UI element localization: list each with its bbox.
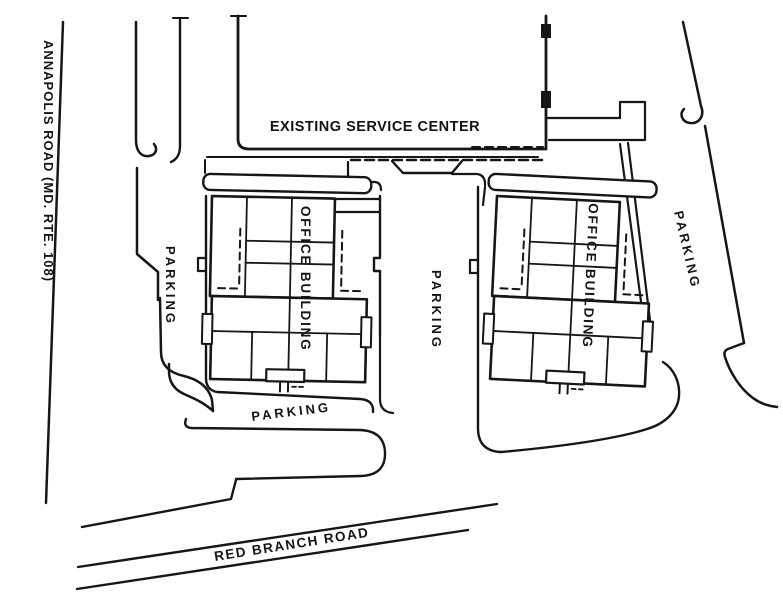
- east-road-curb-cut: [680, 104, 704, 125]
- service-center-outline: [236, 14, 548, 151]
- red-branch-road-north-edge: [76, 502, 499, 569]
- west-building-parking-pad: [183, 160, 387, 481]
- loading-dock-mark-1: [541, 24, 551, 38]
- parking-center-label: PARKING: [429, 270, 444, 350]
- office-building-east-label: OFFICE BUILDING: [580, 203, 601, 349]
- west-boundary-lower: [135, 166, 160, 302]
- pad2-west-edge: [476, 185, 503, 454]
- center-parking-west-edge: [372, 194, 382, 337]
- center-parking-boundary: [372, 172, 487, 415]
- east-road-main: [703, 124, 746, 345]
- parking-south-label: PARKING: [251, 399, 332, 424]
- red-branch-road: [75, 478, 499, 591]
- site-driveway-edge: [80, 478, 238, 529]
- parking-east-label: PARKING: [671, 209, 704, 290]
- pad-east-connector-drive: [334, 197, 381, 214]
- southwest-drive-curve-outer: [158, 296, 215, 413]
- east-road: [680, 20, 779, 409]
- existing-service-center-label: EXISTING SERVICE CENTER: [270, 119, 480, 135]
- service-center: [169, 14, 647, 175]
- office-building-west-block: [197, 172, 376, 395]
- center-parking-east-connector: [450, 172, 487, 207]
- parking-west-label: PARKING: [163, 246, 178, 326]
- center-parking-south-curl: [378, 333, 395, 415]
- office-building-west-label: OFFICE BUILDING: [298, 206, 313, 352]
- southwest-drive-curve-inner: [167, 362, 215, 413]
- pad2-west-stub: [468, 258, 480, 275]
- west-boundary-with-curb-cut: [134, 20, 158, 158]
- east-road-bottom-curve: [723, 341, 779, 409]
- annapolis-road: [44, 20, 65, 505]
- loading-dock-mark-2: [541, 91, 551, 108]
- northeast-dock-structure: [546, 100, 647, 142]
- west-site-boundary: [134, 20, 215, 413]
- annapolis-road-label: ANNAPOLIS ROAD (MD. RTE. 108): [41, 40, 56, 282]
- south-parking-loop: [183, 417, 387, 481]
- office-building-east-block: [477, 172, 662, 399]
- red-branch-road-south-edge: [75, 528, 470, 591]
- pad2-south-sweep: [499, 360, 681, 454]
- service-yard-west-line: [169, 18, 182, 164]
- entrance-canopy: [390, 159, 464, 175]
- pad-west-stub: [196, 256, 208, 273]
- annapolis-road-edge: [44, 20, 65, 505]
- pad-west-and-south-edge: [204, 194, 375, 414]
- east-road-upper: [681, 20, 703, 108]
